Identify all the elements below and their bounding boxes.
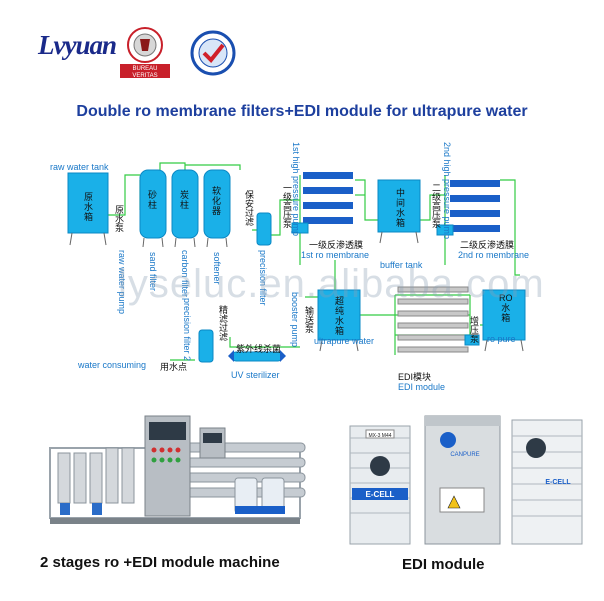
buffer-tank bbox=[377, 179, 421, 244]
soft-cn: 软 化 器 bbox=[212, 186, 222, 216]
caption-machine: 2 stages ro +EDI module machine bbox=[40, 554, 280, 571]
softener bbox=[203, 169, 231, 248]
edi-module-photo: MX-3 M44 E-CELL CANPURE E-CELL bbox=[340, 408, 590, 548]
raw-water-tank bbox=[67, 172, 109, 246]
precision-filter-2-en: precision filter 2 bbox=[182, 298, 192, 362]
soft-en: softener bbox=[212, 252, 222, 285]
svg-text:CANPURE: CANPURE bbox=[450, 452, 479, 458]
certification-seal-icon bbox=[190, 30, 236, 76]
security-filter-cn: 保安过滤 bbox=[244, 190, 254, 226]
ro2-cn: 二级反渗透膜 bbox=[460, 240, 515, 250]
ultrapure-cn: 超 纯 水 箱 bbox=[335, 296, 345, 336]
precision-filter-en: precision filter bbox=[258, 250, 268, 306]
hp2-cn: 二级高压泵 bbox=[431, 183, 441, 228]
process-flow-diagram bbox=[67, 162, 526, 363]
sand-en: sand filter bbox=[148, 252, 158, 292]
caption-edi: EDI module bbox=[402, 556, 485, 573]
buffer-tank-en: buffer tank bbox=[380, 260, 423, 270]
brand-logo: Lvyuan bbox=[38, 30, 117, 60]
uv-sterilizer bbox=[228, 350, 286, 362]
hp1-cn: 一级高压泵 bbox=[282, 183, 292, 228]
label-raw-water-tank: raw water tank bbox=[50, 162, 109, 172]
hp1-en: 1st high pressure pump bbox=[291, 142, 301, 237]
carbon-cn: 炭 柱 bbox=[180, 190, 190, 210]
ro1-cn: 一级反渗透膜 bbox=[309, 240, 364, 250]
ultrapure-en: ultrapure water bbox=[314, 336, 375, 346]
svg-text:VERITAS: VERITAS bbox=[132, 73, 157, 79]
buffer-tank-cn: 中 间 水 箱 bbox=[396, 188, 406, 228]
ultrapure-tank bbox=[317, 289, 361, 352]
edi-module-diagram bbox=[397, 286, 469, 353]
edi-en: EDI module bbox=[398, 382, 446, 392]
ro-tank-cn: RO 水 箱 bbox=[499, 293, 513, 323]
boost-pump-cn: 增压泵 bbox=[469, 316, 479, 343]
ro1-membranes bbox=[303, 172, 353, 224]
booster-pump-en: booster pump bbox=[290, 292, 300, 348]
delivery-pump-cn: 输送泵 bbox=[304, 306, 314, 333]
raw-pump-en: raw water pump bbox=[117, 250, 127, 315]
svg-text:MX-3 M44: MX-3 M44 bbox=[368, 433, 391, 439]
hp1-pump bbox=[291, 222, 309, 234]
fine-filter-cn: 精滤过滤 bbox=[218, 305, 228, 341]
page-title: Double ro membrane filters+EDI module fo… bbox=[76, 103, 528, 120]
consume-en: water consuming bbox=[78, 360, 147, 370]
uv-en: UV sterilizer bbox=[231, 370, 280, 380]
watermark: lyseluc.en.alibaba.com bbox=[118, 262, 545, 306]
boost-pump bbox=[464, 334, 480, 346]
raw-tank-cn: 原 水 箱 bbox=[84, 192, 94, 222]
pipes bbox=[108, 162, 520, 361]
consume-cn: 用水点 bbox=[160, 362, 188, 372]
ro-edi-machine-photo bbox=[40, 408, 312, 538]
precision-filter bbox=[256, 212, 272, 246]
sand-cn: 砂 柱 bbox=[148, 190, 158, 210]
svg-text:E-CELL: E-CELL bbox=[545, 479, 571, 486]
ro2-en: 2nd ro membrane bbox=[458, 250, 530, 260]
hp2-pump bbox=[436, 224, 454, 236]
ro1-en: 1st ro membrane bbox=[301, 250, 370, 260]
fine-filter bbox=[198, 329, 214, 363]
svg-text:E-CELL: E-CELL bbox=[366, 490, 395, 499]
bureau-veritas-logo: BUREAU VERITAS bbox=[120, 27, 170, 79]
ro-pure-en: ro pure bbox=[487, 334, 516, 344]
hp2-en: 2nd high pressure pump bbox=[442, 142, 452, 240]
svg-text:BUREAU: BUREAU bbox=[132, 66, 157, 72]
carbon-en: carbon filter bbox=[180, 250, 190, 298]
ro-pure-tank bbox=[482, 289, 526, 352]
carbon-filter bbox=[171, 169, 199, 248]
edi-cn: EDI模块 bbox=[398, 372, 432, 382]
ro2-membranes bbox=[450, 180, 500, 232]
sand-filter bbox=[139, 169, 167, 248]
raw-pump-cn: 原水泵 bbox=[114, 205, 124, 232]
uv-cn: 紫外线杀菌 bbox=[236, 344, 282, 354]
